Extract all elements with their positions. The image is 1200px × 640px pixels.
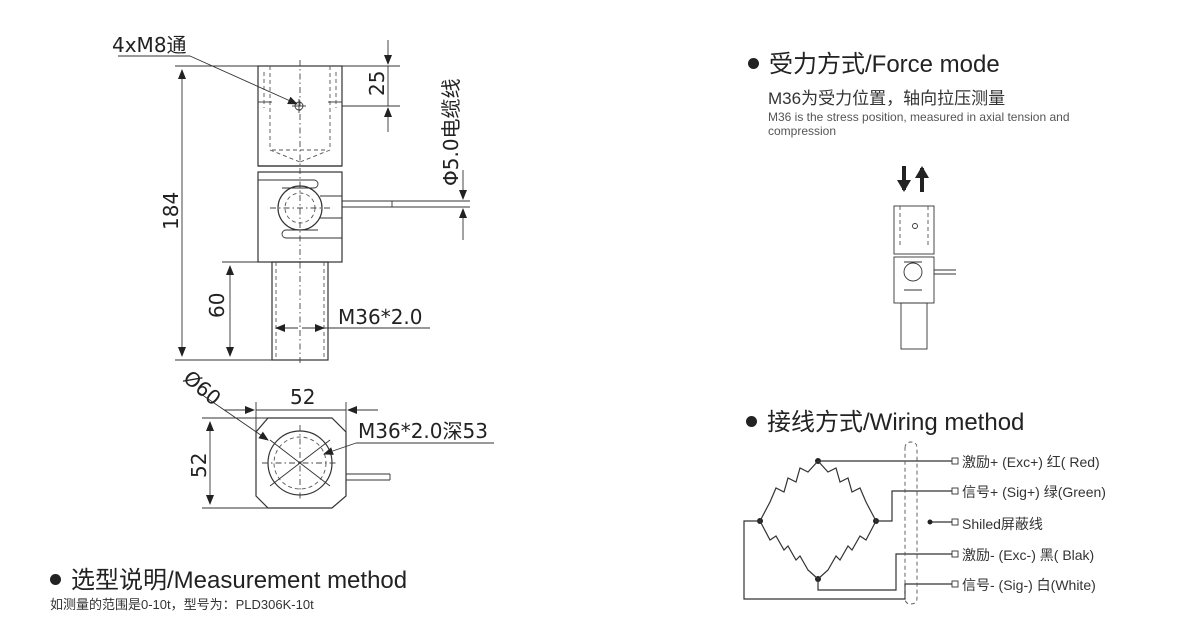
threaded-stud <box>271 261 329 361</box>
cable-sheath <box>904 441 918 605</box>
wiring-diagram <box>743 441 959 605</box>
thread-depth: M36*2.0深53 <box>358 419 488 443</box>
cable-spec: Φ5.0电缆线 <box>439 78 463 186</box>
dim-60: 60 <box>205 293 229 318</box>
wire-shield: Shiled屏蔽线 <box>962 516 1043 532</box>
wire-exc-minus: 激励- (Exc-) 黑( Blak) <box>962 547 1095 563</box>
force-figure <box>893 166 956 350</box>
resistor-top-left <box>759 460 819 522</box>
force-desc-cn: M36为受力位置，轴向拉压测量 <box>768 89 1006 108</box>
measurement-desc: 如测量的范围是0-10t，型号为：PLD306K-10t <box>50 597 314 612</box>
dim-52-top: 52 <box>290 385 315 409</box>
force-desc-en: M36 is the stress position, measured in … <box>768 110 1070 138</box>
arrow-down-icon <box>897 180 911 192</box>
bottom-dimensions <box>197 391 494 509</box>
arrow-up-icon <box>915 166 929 178</box>
stud-thread: M36*2.0 <box>338 305 423 329</box>
dim-25: 25 <box>365 71 389 96</box>
bullet-icon <box>50 574 61 586</box>
center-bore <box>277 185 323 231</box>
dim-52-side: 52 <box>187 453 211 478</box>
bullet-icon <box>746 416 757 428</box>
wire-exc-plus: 激励+ (Exc+) 红( Red) <box>962 454 1100 470</box>
bottom-view <box>255 417 391 509</box>
measurement-title: 选型说明/Measurement method <box>50 560 407 595</box>
resistor-bottom-right <box>817 520 877 580</box>
bullet-icon <box>748 58 759 70</box>
wire-sig-plus: 信号+ (Sig+) 绿(Green) <box>962 484 1106 500</box>
wire-sig-minus: 信号- (Sig-) 白(White) <box>962 577 1096 593</box>
force-mode-title: 受力方式/Force mode <box>748 44 1000 79</box>
wiring-title: 接线方式/Wiring method <box>746 402 1024 437</box>
dia-60: Ø60 <box>179 365 226 410</box>
resistor-top-right <box>817 460 877 522</box>
front-dimensions <box>118 40 470 361</box>
resistor-bottom-left <box>759 520 819 580</box>
bottom-outline <box>255 417 347 509</box>
dim-184: 184 <box>159 192 183 230</box>
front-view <box>257 60 393 366</box>
holes-note: 4xM8通 <box>112 33 187 57</box>
